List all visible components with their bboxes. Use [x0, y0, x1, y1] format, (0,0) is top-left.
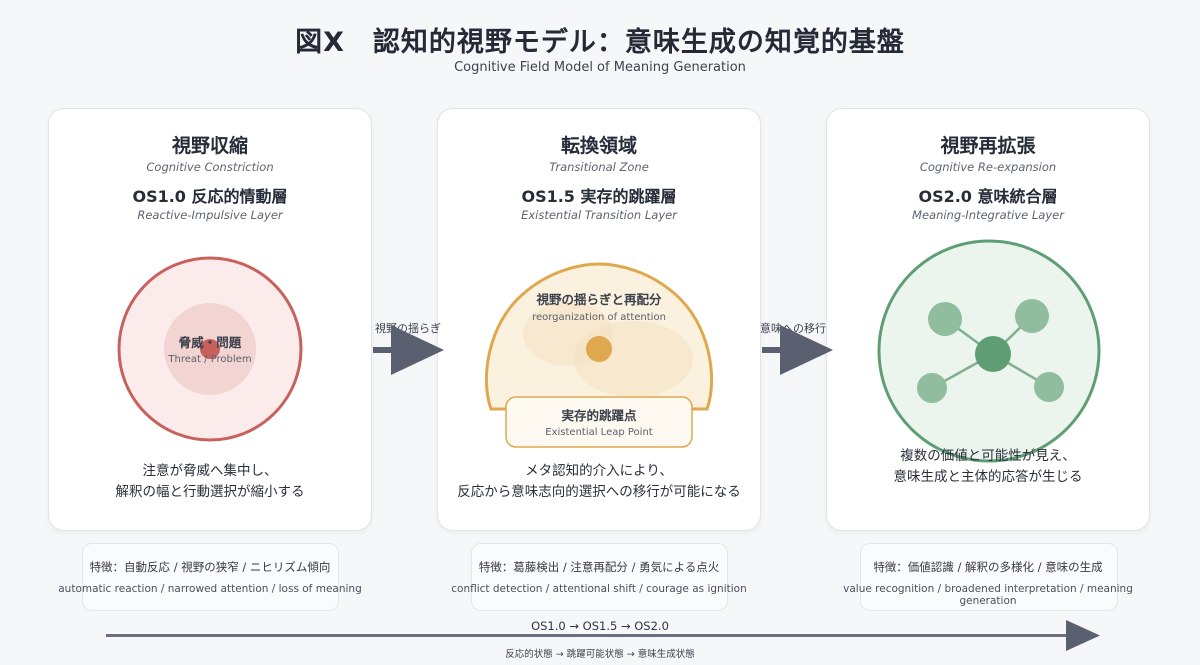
feature-box-reexpansion: [860, 543, 1118, 611]
transition-arrow-2: [762, 325, 833, 375]
stage-description: メタ認知的介入により、 反応から意味志向的選択への移行が可能になる: [438, 461, 760, 503]
reexpansion-diagram: [877, 239, 1101, 463]
figure-title: 図X 認知的視野モデル：意味生成の知覚的基盤: [295, 27, 905, 58]
feature-text: 特徴：価値認識 / 解釈の多様化 / 意味の生成: [873, 560, 1103, 574]
stage-title-en: Cognitive Constriction: [146, 160, 274, 174]
leap-point-label: 実存的跳躍点: [561, 408, 637, 423]
stage-description: 注意が脅威へ集中し、 解釈の幅と行動選択が縮小する: [49, 461, 371, 503]
transition-arrow-1: [373, 325, 444, 375]
desc-line: 意味生成と主体的応答が生じる: [893, 469, 1083, 485]
stage-title: 転換領域: [560, 135, 637, 157]
stage-title-en: Transitional Zone: [549, 160, 649, 174]
threat-label-en: Threat / Problem: [168, 354, 252, 365]
desc-line: 反応から意味志向的選択への移行が可能になる: [457, 484, 741, 500]
constriction-diagram: [117, 256, 303, 442]
desc-line: 解釈の幅と行動選択が縮小する: [115, 484, 305, 500]
stage-layer: OS2.0 意味統合層: [918, 187, 1058, 206]
central-node: [975, 336, 1011, 372]
value-node: [1034, 372, 1064, 402]
stage-layer-en: Reactive-Impulsive Layer: [137, 208, 283, 222]
stage-description: 複数の価値と可能性が見え、 意味生成と主体的応答が生じる: [827, 446, 1149, 488]
transition-label-2: 意味への移行: [760, 322, 826, 335]
stage-card-reexpansion: 視野再拡張 Cognitive Re-expansion OS2.0 意味統合層…: [826, 108, 1150, 531]
stage-title: 視野収縮: [171, 135, 248, 157]
value-node: [1015, 299, 1049, 333]
stage-card-constriction: 視野収縮 Cognitive Constriction OS1.0 反応的情動層…: [48, 108, 372, 531]
desc-line: メタ認知的介入により、: [525, 463, 673, 479]
stage-card-transition: 転換領域 Transitional Zone OS1.5 実存的跳躍層 Exis…: [437, 108, 761, 531]
leap-point-label-en: Existential Leap Point: [545, 427, 653, 438]
feature-text-en: conflict detection / attentional shift /…: [451, 583, 747, 595]
progress-sublabel: 反応的状態 → 跳躍可能状態 → 意味生成状態: [505, 649, 695, 660]
stage-layer-en: Meaning-Integrative Layer: [912, 208, 1064, 222]
stage-layer-en: Existential Transition Layer: [521, 208, 677, 222]
feature-text: 特徴：葛藤検出 / 注意再配分 / 勇気による点火: [478, 560, 720, 574]
stage-title-en: Cognitive Re-expansion: [919, 160, 1057, 174]
progress-arrow: [106, 620, 1100, 651]
feature-text: 特徴：自動反応 / 視野の狭窄 / ニヒリズム傾向: [89, 560, 331, 574]
leap-point-box: [505, 396, 693, 448]
stage-layer: OS1.0 反応的情動層: [132, 187, 288, 206]
stage-layer: OS1.5 実存的跳躍層: [521, 187, 677, 206]
stage-title: 視野再拡張: [940, 135, 1036, 157]
reallocation-label: 視野の揺らぎと再配分: [536, 292, 662, 307]
feature-text-en: automatic reaction / narrowed attention …: [58, 583, 362, 595]
value-node: [917, 373, 947, 403]
feature-text-en: value recognition / broadened interpreta…: [843, 583, 1133, 607]
value-node: [928, 302, 962, 336]
feature-box-transition: [471, 543, 728, 611]
threat-point: [200, 339, 220, 359]
desc-line: 複数の価値と可能性が見え、: [900, 448, 1076, 464]
reallocation-label-en: reorganization of attention: [532, 312, 666, 323]
progress-label: OS1.0 → OS1.5 → OS2.0: [531, 619, 669, 633]
threat-label: 脅威・問題: [178, 335, 242, 350]
figure-subtitle: Cognitive Field Model of Meaning Generat…: [454, 60, 746, 75]
attention-focus-point: [586, 336, 612, 362]
desc-line: 注意が脅威へ集中し、: [142, 463, 278, 479]
feature-box-constriction: [82, 543, 339, 611]
transition-diagram: [484, 262, 714, 448]
